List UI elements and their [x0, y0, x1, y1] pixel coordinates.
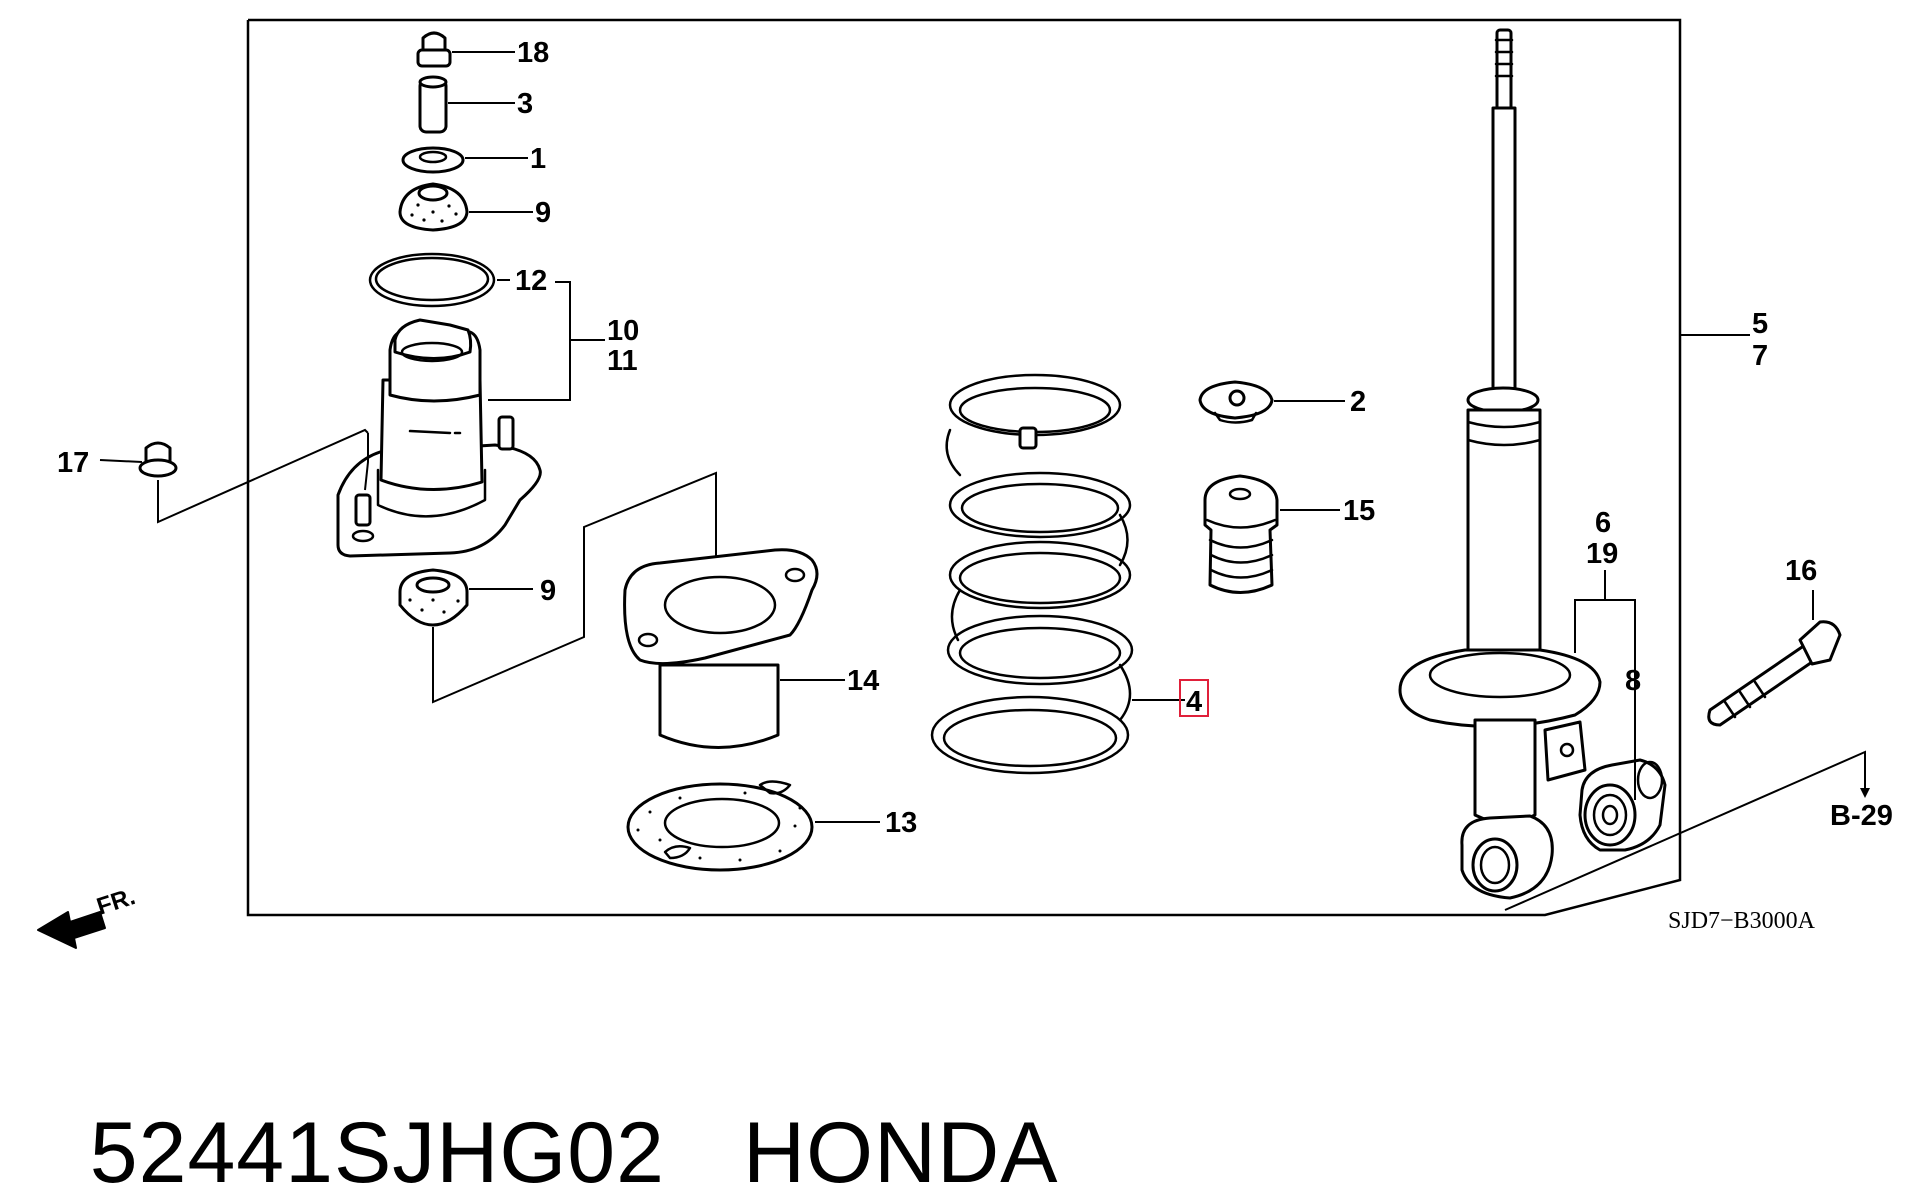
part-17-flange-nut [138, 441, 178, 478]
down-arrow-icon [1860, 788, 1870, 798]
callout-2: 2 [1350, 386, 1366, 418]
callout-11: 11 [607, 345, 638, 377]
callout-4-highlight [1179, 679, 1209, 717]
reference-b29: B-29 [1830, 800, 1893, 832]
part-6-19-8-bushing [1578, 758, 1667, 852]
diagram-code: SJD7−B3000A [1668, 908, 1816, 934]
callout-19: 19 [1586, 538, 1618, 570]
callout-9a: 9 [535, 197, 551, 229]
callout-8: 8 [1625, 665, 1641, 697]
callout-17: 17 [57, 447, 89, 479]
callout-3: 3 [517, 88, 533, 120]
callout-6: 6 [1595, 507, 1611, 539]
part-1-washer [401, 146, 465, 174]
part-16-bolt [1707, 620, 1842, 727]
part-2-stopper-cap [1198, 380, 1274, 424]
brand-name: HONDA [742, 1105, 1059, 1201]
part-4-coil-spring [930, 373, 1134, 775]
callout-12: 12 [515, 265, 547, 297]
part-9-lower-bushing [398, 568, 469, 627]
front-arrow-icon [37, 911, 106, 949]
part-10-11-upper-mount [336, 318, 542, 558]
part-15-bump-stop [1203, 474, 1279, 594]
part-14-spring-mount [623, 548, 819, 749]
callout-4: 4 [1186, 686, 1202, 718]
part-3-collar [418, 75, 448, 134]
callout-10: 10 [607, 315, 639, 347]
callout-18: 18 [517, 37, 549, 69]
callout-13: 13 [885, 807, 917, 839]
callout-5: 5 [1752, 308, 1768, 340]
part-13-spring-seat [626, 780, 814, 872]
callout-15: 15 [1343, 495, 1375, 527]
parts-diagram: 18 3 1 9 12 10 11 [37, 18, 1893, 949]
callout-7: 7 [1752, 340, 1768, 372]
diagram-frame [246, 18, 1682, 917]
part-18-nut [416, 31, 452, 68]
callout-9b: 9 [540, 575, 556, 607]
part-12-o-ring [368, 252, 496, 308]
part-number: 52441SJHG02 [89, 1105, 665, 1201]
part-9-upper-bushing [398, 182, 469, 232]
front-label: FR. [94, 883, 139, 921]
part-5-7-shock-absorber [1398, 28, 1602, 900]
callout-14: 14 [847, 665, 879, 697]
callout-1: 1 [530, 143, 546, 175]
part-footer: 52441SJHG02 HONDA [40, 1005, 1059, 1203]
callout-16: 16 [1785, 555, 1817, 587]
